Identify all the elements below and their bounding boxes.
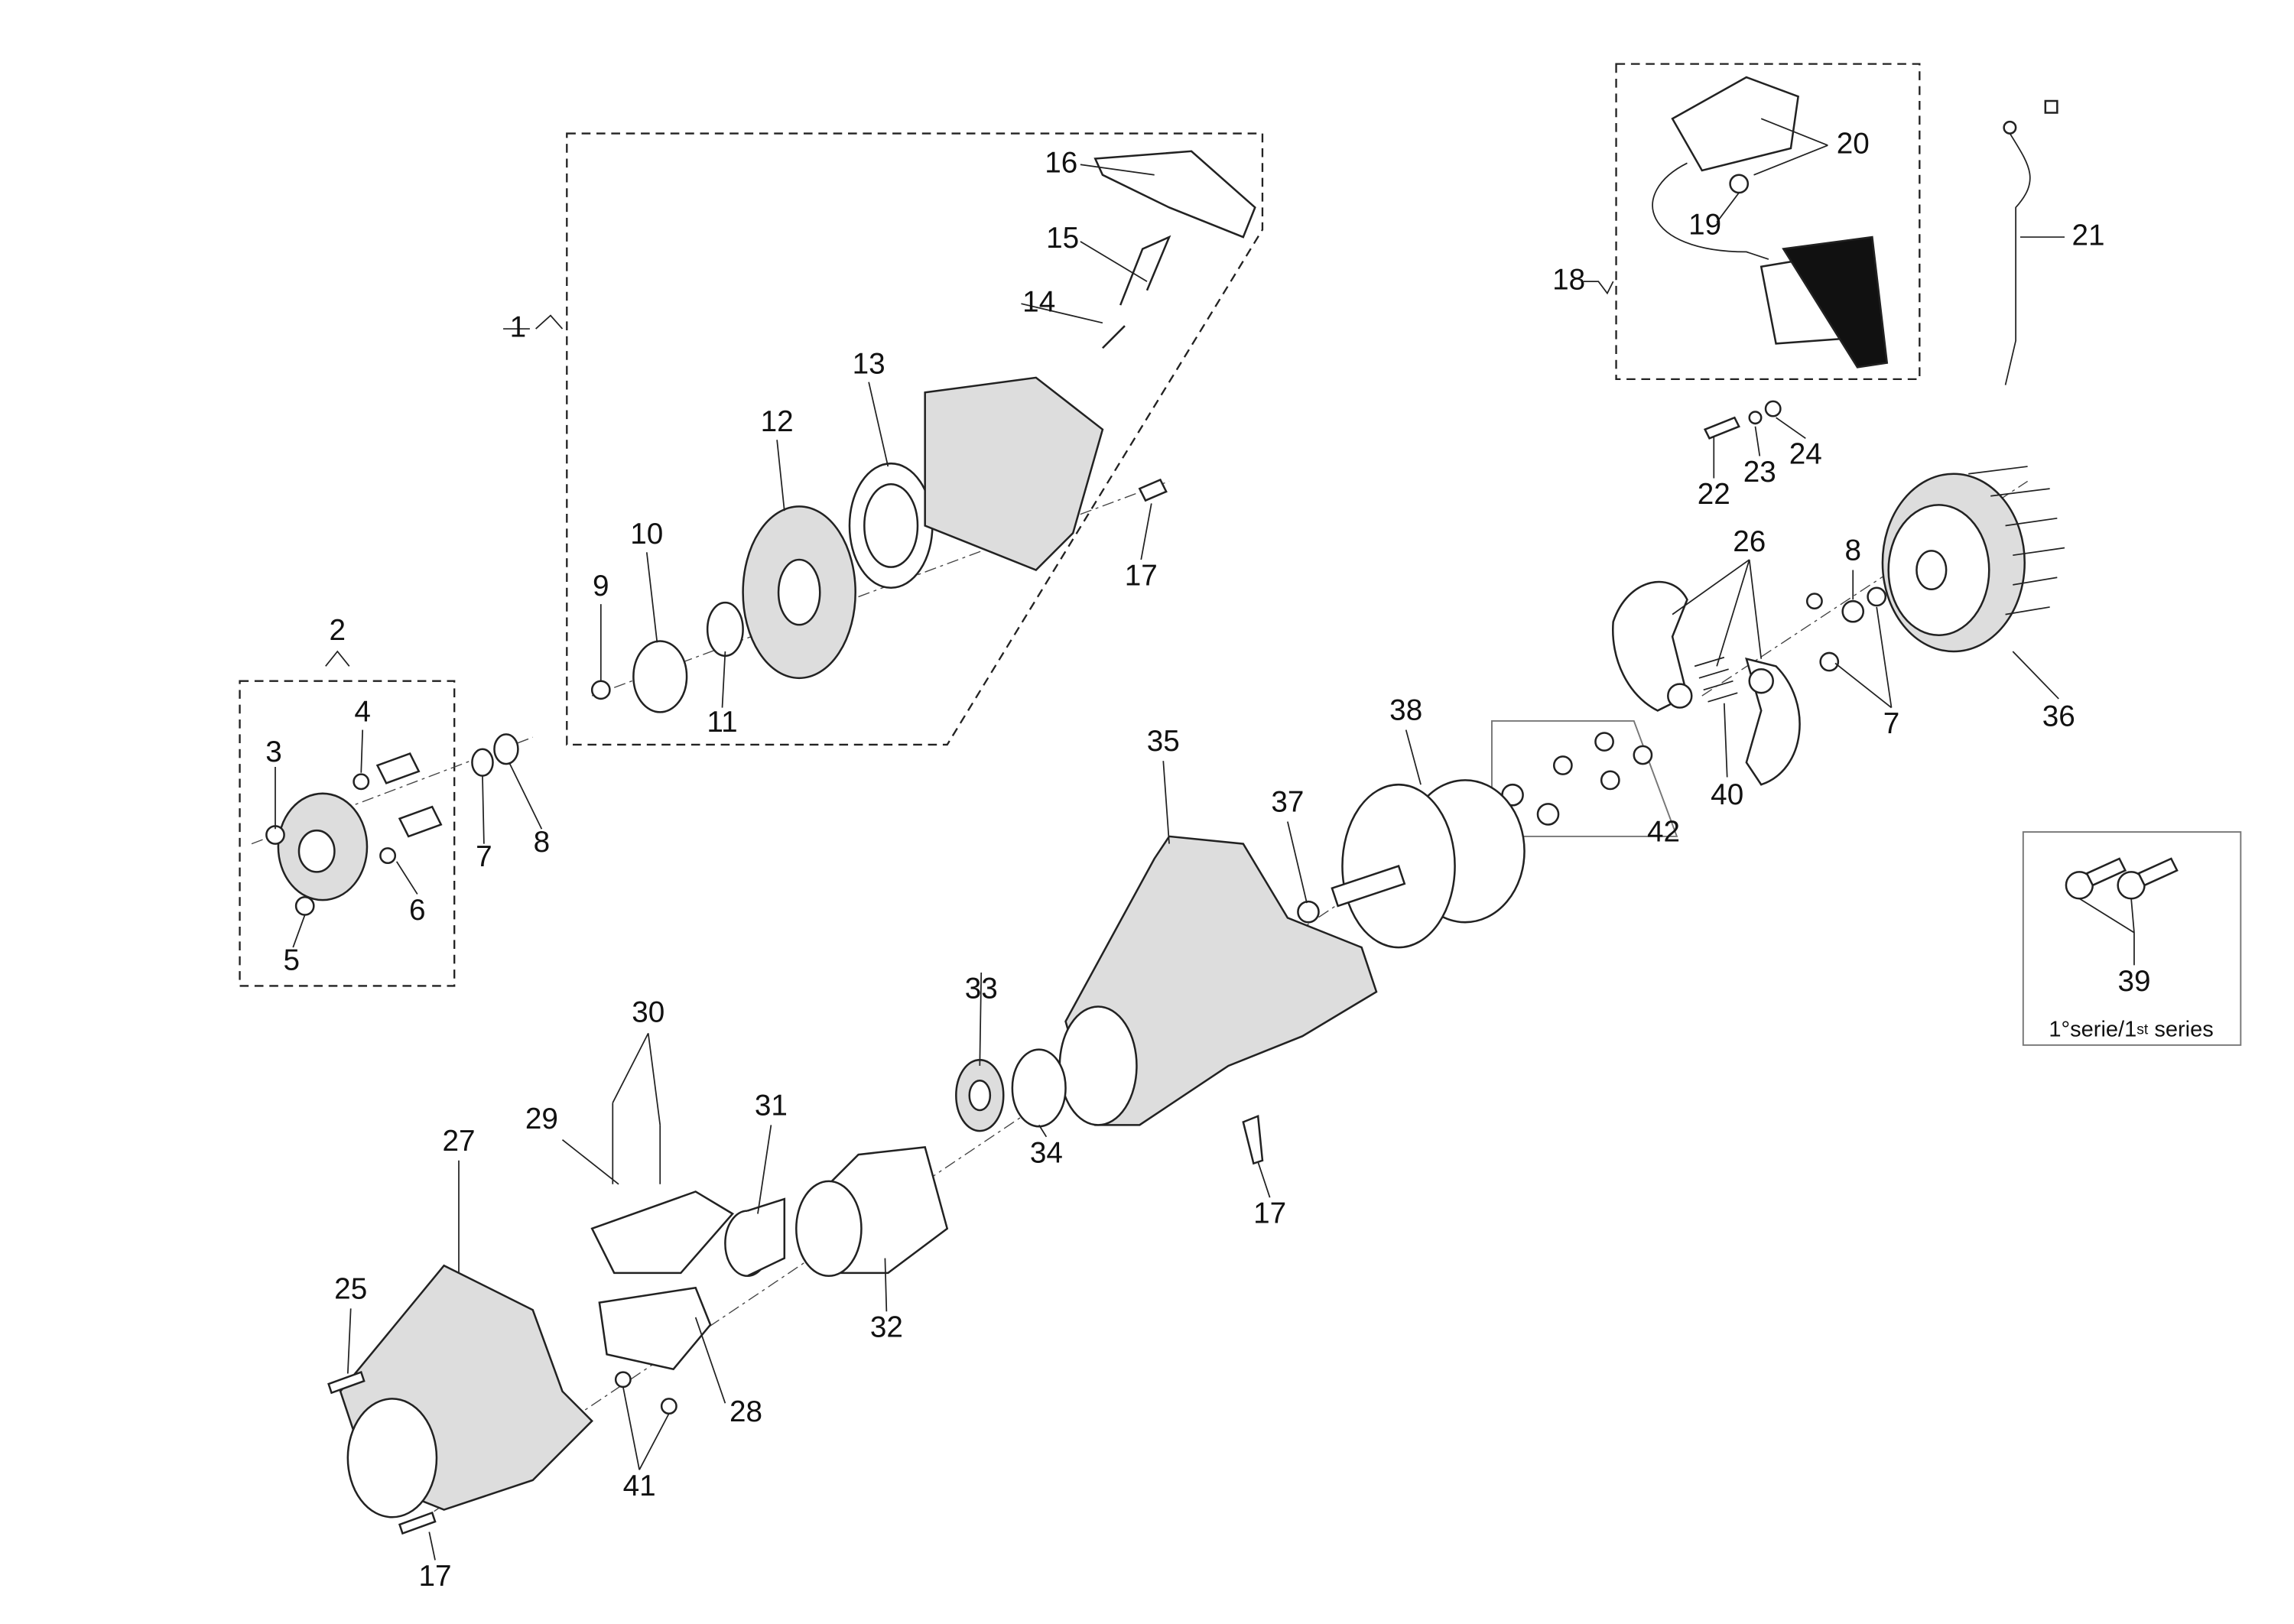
- callout: 4: [354, 696, 371, 729]
- part-27-31-clamp-guard: [327, 1103, 735, 1535]
- callout: 27: [442, 1125, 475, 1158]
- callout: 2: [330, 614, 346, 647]
- part-18-ignition-coil: [1652, 76, 1889, 369]
- group-box-18: [1615, 63, 1921, 381]
- part-26-clutch-shoes: [1612, 580, 1801, 786]
- series-note: 1°serie/1st series: [2049, 1017, 2213, 1041]
- callout: 24: [1789, 438, 1822, 471]
- part-35-gear-housing: [1058, 835, 1378, 1165]
- callout: 38: [1389, 694, 1422, 727]
- callout: 6: [409, 894, 426, 927]
- callout: 15: [1046, 222, 1079, 255]
- callout: 30: [632, 996, 664, 1028]
- callout: 18: [1552, 263, 1585, 296]
- callout: 33: [965, 972, 998, 1005]
- callout: 9: [593, 570, 609, 603]
- callout: 1: [510, 310, 527, 343]
- part-2-hub: [265, 752, 443, 916]
- callout: 7: [476, 840, 492, 873]
- callout: 11: [707, 706, 737, 739]
- callout: 40: [1711, 778, 1743, 811]
- callout: 37: [1271, 786, 1304, 819]
- callout: 34: [1030, 1136, 1063, 1169]
- callout: 35: [1147, 725, 1180, 758]
- callout: 12: [761, 405, 794, 438]
- callout: 32: [870, 1311, 903, 1344]
- callout: 22: [1698, 478, 1730, 511]
- callout: 39: [2117, 965, 2150, 998]
- leader-lines: [275, 118, 2135, 1561]
- callout: 29: [525, 1103, 558, 1135]
- callout: 14: [1022, 285, 1055, 318]
- callout: 20: [1837, 127, 1870, 160]
- callout: 23: [1743, 456, 1776, 489]
- callout: 28: [729, 1395, 762, 1428]
- callout: 13: [853, 348, 885, 381]
- part-22-24-screw-washers: [1703, 400, 1782, 440]
- part-36-flywheel: [1881, 466, 2065, 653]
- part-32-34-bearing-sleeve: [724, 1048, 1067, 1278]
- part-1-starter: [590, 150, 1256, 713]
- group-box-1: [566, 132, 1264, 746]
- callouts: 1 2 3 4 5 6 7 8 9 10 11 12 13 14 15 16 1…: [265, 127, 2213, 1593]
- callout: 17: [1253, 1197, 1286, 1230]
- callout: 36: [2042, 700, 2075, 732]
- callout: 19: [1688, 209, 1721, 242]
- group-box-2: [239, 680, 456, 987]
- bracket-1: [503, 314, 564, 330]
- box-39-first-series: [2022, 831, 2242, 1046]
- part-38-clutch-drum: [1297, 779, 1526, 949]
- part-7-8-washers-right: [1805, 586, 1887, 672]
- axis-line: [591, 480, 1170, 697]
- callout: 25: [334, 1272, 367, 1305]
- callout: 10: [630, 518, 663, 551]
- part-7-8-washer-nut: [471, 733, 519, 777]
- part-42-screws-bushings: [1501, 732, 1653, 826]
- bracket-18: [1583, 281, 1614, 295]
- callout: 41: [623, 1470, 656, 1502]
- callout: 8: [1844, 534, 1861, 567]
- callout: 17: [1125, 559, 1158, 592]
- bracket-2: [325, 650, 350, 667]
- callout: 16: [1045, 146, 1077, 179]
- part-39-screws: [2065, 857, 2179, 900]
- callout: 7: [1883, 707, 1900, 740]
- callout: 21: [2071, 219, 2104, 252]
- callout: 31: [755, 1089, 788, 1122]
- callout: 3: [265, 736, 282, 768]
- callout: 17: [419, 1560, 452, 1593]
- callout: 26: [1733, 525, 1766, 558]
- part-21-cable: [2003, 99, 2058, 385]
- callout: 8: [534, 826, 551, 859]
- callout: 42: [1647, 815, 1680, 848]
- callout: 5: [284, 944, 301, 977]
